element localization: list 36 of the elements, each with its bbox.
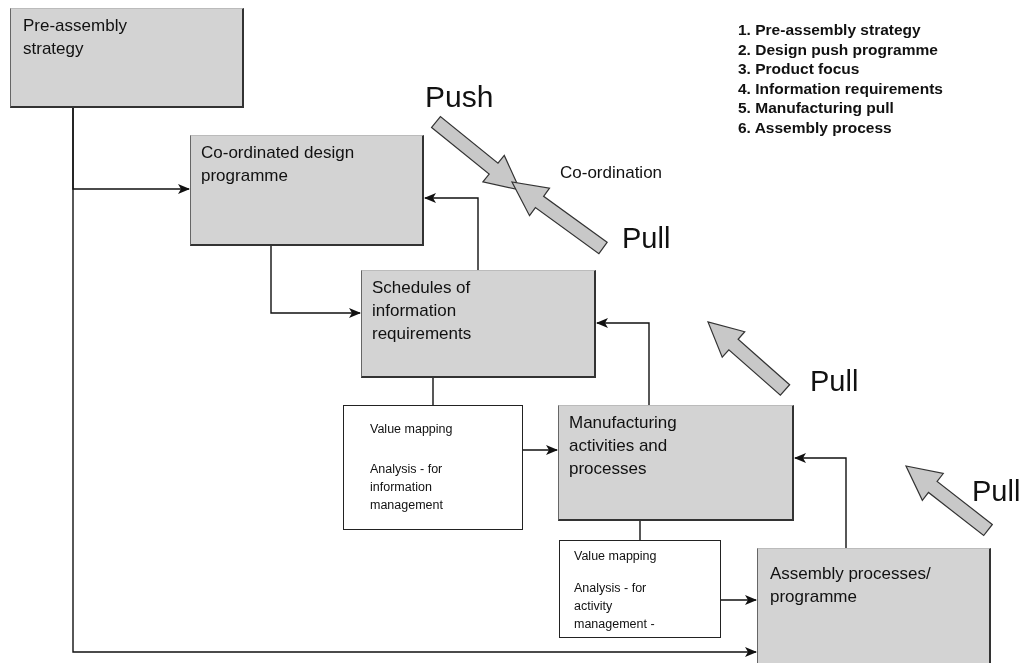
key-item: 3. Product focus bbox=[738, 59, 860, 79]
arrow bbox=[72, 107, 757, 657]
node-label: Assembly processes/ programme bbox=[770, 563, 932, 608]
arrow bbox=[424, 193, 479, 271]
node-label: Co-ordinated design programme bbox=[201, 142, 356, 187]
flow-label: Push bbox=[425, 80, 494, 114]
arrow bbox=[522, 445, 558, 455]
node-label: Schedules of information requirements bbox=[372, 277, 473, 345]
key-item: 6. Assembly process bbox=[738, 117, 892, 137]
node-label: Value mapping bbox=[574, 548, 658, 565]
process-box bbox=[190, 135, 424, 246]
connector-line bbox=[639, 520, 641, 541]
process-box bbox=[558, 405, 794, 521]
connector-line bbox=[432, 377, 434, 406]
arrow bbox=[720, 595, 757, 605]
node-label: Value mapping bbox=[370, 421, 454, 438]
key-item: 4. Information requirements bbox=[738, 78, 943, 98]
node-label: Pre-assembly strategy bbox=[23, 15, 128, 60]
note-box bbox=[559, 540, 721, 638]
node-text: Analysis - for information management bbox=[370, 461, 444, 515]
arrow bbox=[270, 245, 361, 318]
annotation-label: Co-ordination bbox=[560, 163, 663, 183]
key-item: 1. Pre-assembly strategy bbox=[738, 20, 921, 40]
key-item: 2. Design push programme bbox=[738, 39, 938, 59]
note-box bbox=[343, 405, 523, 530]
node-text: Analysis - for activity management - bbox=[574, 580, 656, 634]
process-box bbox=[757, 548, 991, 663]
arrow bbox=[596, 318, 650, 406]
process-box bbox=[10, 8, 244, 108]
flow-label: Pull bbox=[622, 222, 671, 255]
process-box bbox=[361, 270, 596, 378]
node-label: Manufacturing activities and processes bbox=[569, 412, 678, 480]
flow-label: Pull bbox=[810, 365, 859, 398]
key-item: 5. Manufacturing pull bbox=[738, 98, 894, 118]
arrow bbox=[794, 453, 847, 549]
flow-label: Pull bbox=[972, 475, 1021, 508]
